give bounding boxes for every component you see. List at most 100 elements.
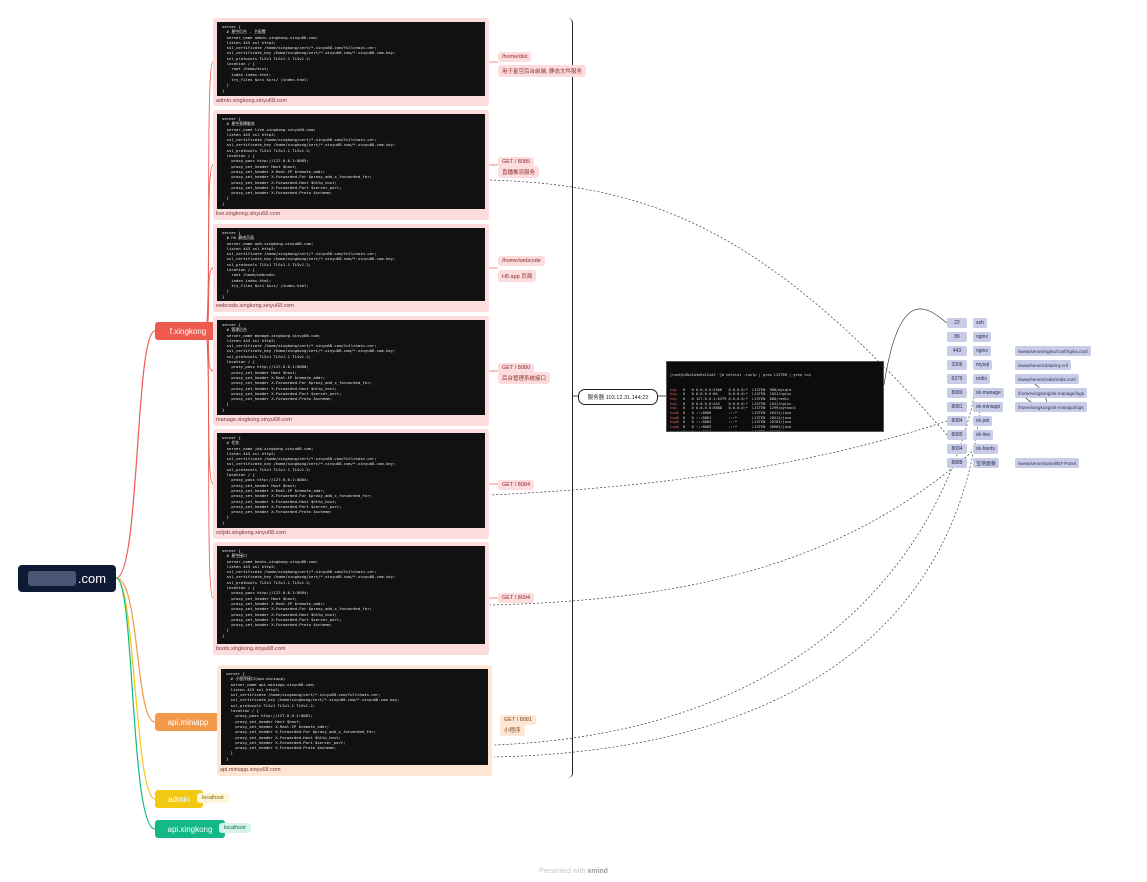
branch-f-xingkong[interactable]: f.xingkong <box>155 322 221 340</box>
config-code: server { # 管理后台 server_name manage.xingk… <box>217 320 485 415</box>
card-note: GET / 8085 <box>498 157 535 167</box>
branch-connector <box>115 330 156 579</box>
server-ip-node[interactable]: 服务器 103.12.31.144:22 <box>578 389 658 405</box>
dashed-link <box>489 420 948 496</box>
config-domain: api.miniapp.xinyu68.com <box>220 767 281 773</box>
terminal-cell: 0 0.0.0.0:3306 <box>691 387 729 392</box>
card-note: H5 app 页面 <box>498 270 537 282</box>
terminal-cell: :::* <box>728 411 753 416</box>
terminal-cell: 0 0.0.0.0:8888 <box>691 406 729 411</box>
card-note: 用于星空后台前端, 静态文件服务 <box>498 65 587 77</box>
port-number: 22 <box>947 318 967 328</box>
port-number: 6379 <box>947 374 967 384</box>
card-connector <box>204 330 214 485</box>
port-description: /www/server/nginx/conf/nginx.conf <box>1015 346 1091 356</box>
port-service: redis <box>973 374 990 384</box>
config-code: server { # 小程序接口(api.miniapp) server_nam… <box>221 669 488 765</box>
card-connector <box>204 61 214 332</box>
terminal-cell: 20703/java <box>769 420 805 425</box>
netstat-terminal: [root@iZbp1b4e6e1ZxdZ ~]# netstat -tunlp… <box>666 361 884 432</box>
config-domain: admin.xingkong.xinyu68.com <box>216 98 287 104</box>
terminal-cell: 1031/nginx <box>769 401 805 406</box>
terminal-cell: LISTEN <box>752 411 770 416</box>
terminal-cell: 0 <box>682 420 692 425</box>
terminal-row: tcp 0 0 0.0.0.0:80 0.0.0.0:* LISTEN 1031… <box>670 392 880 397</box>
terminal-cell: 20512/java <box>769 415 805 420</box>
footer-prefix: Presented with <box>539 868 586 875</box>
config-card-admin[interactable]: server { # 星空后台 - 主配置 server_name admin.… <box>213 18 489 106</box>
config-code: server { # 任务 server_name job.xingkong.x… <box>217 433 485 528</box>
port-number: 443 <box>947 346 967 356</box>
terminal-cell: 0 0.0.0.0:443 <box>691 401 729 406</box>
branch-admin[interactable]: admin <box>155 790 203 808</box>
terminal-cell: LISTEN <box>752 420 770 425</box>
branch-connector <box>115 577 156 830</box>
dashed-link <box>493 392 976 746</box>
config-card-boots[interactable]: server { # 星空接口 server_name boots.xingko… <box>213 542 489 655</box>
dashed-link <box>493 406 981 758</box>
terminal-cell: 20902/java <box>769 425 805 430</box>
terminal-cell: LISTEN <box>752 415 770 420</box>
port-service: xk-boots <box>973 444 998 454</box>
branch-connector <box>115 577 156 800</box>
terminal-cell: tcp <box>670 387 683 392</box>
terminal-cell: tcp6 <box>670 420 683 425</box>
terminal-cell: tcp6 <box>670 415 683 420</box>
terminal-cell: 0.0.0.0:* <box>728 401 753 406</box>
branch-api-miniapp[interactable]: api.miniapp <box>155 713 221 731</box>
config-card-live[interactable]: server { # 星空直播服务 server_name live.xingk… <box>213 110 489 220</box>
terminal-cell: 1299/python3 <box>769 406 805 411</box>
terminal-cell: LISTEN <box>752 406 770 411</box>
config-domain: webcode.xingkong.xinyu68.com <box>216 303 294 309</box>
terminal-cell: LISTEN <box>752 429 770 432</box>
terminal-cell: tcp6 <box>670 411 683 416</box>
config-card-miniapp[interactable]: server { # 小程序接口(api.miniapp) server_nam… <box>217 665 492 776</box>
terminal-cell: tcp <box>670 406 683 411</box>
branch-api-xingkong[interactable]: api.xingkong <box>155 820 225 838</box>
terminal-row: tcp6 0 0 :::8094 :::* LISTEN 21106/java <box>670 429 880 432</box>
terminal-cell: 0.0.0.0:* <box>728 396 753 401</box>
footer: Presented with xmind <box>0 868 1147 875</box>
server-ip-label: 服务器 103.12.31.144:22 <box>587 395 649 401</box>
terminal-cell: 20311/java <box>769 411 805 416</box>
config-card-manage[interactable]: server { # 管理后台 server_name manage.xingk… <box>213 316 489 426</box>
admin-leaf[interactable]: localhost <box>197 793 229 803</box>
terminal-cell: LISTEN <box>752 392 770 397</box>
terminal-cell: 0 <box>682 392 692 397</box>
config-domain: live.xingkong.xinyu68.com <box>216 211 281 217</box>
terminal-cell: :::* <box>728 420 753 425</box>
terminal-cell: LISTEN <box>752 387 770 392</box>
root-topic[interactable]: .com <box>18 565 116 592</box>
terminal-cell: 0 <box>682 425 692 430</box>
api-xingkong-leaf[interactable]: localhost <box>219 823 251 833</box>
card-connector <box>204 330 214 599</box>
card-note: /home/webcode <box>498 256 545 266</box>
terminal-cell: 0 <box>682 406 692 411</box>
terminal-cell: 880/redis <box>769 396 805 401</box>
port-service: 宝塔面板 <box>973 458 1000 468</box>
terminal-cell: 0 0.0.0.0:80 <box>691 392 729 397</box>
divider-line <box>568 18 573 778</box>
branch-connector <box>115 577 156 723</box>
terminal-command: [root@iZbp1b4e6e1ZxdZ ~]# netstat -tunlp… <box>670 373 811 378</box>
terminal-cell: 1031/nginx <box>769 392 805 397</box>
card-note: /home/dist <box>498 52 532 62</box>
terminal-rows: tcp 0 0 0.0.0.0:3306 0.0.0.0:* LISTEN 90… <box>670 388 880 432</box>
card-note: GET / 8080 <box>498 363 535 373</box>
port-description: /www/server/redis/redis.conf <box>1015 374 1079 384</box>
port-number: 8888 <box>947 458 967 468</box>
card-note: 后台管理系统接口 <box>498 372 551 384</box>
terminal-row: tcp 0 0 0.0.0.0:3306 0.0.0.0:* LISTEN 90… <box>670 388 880 393</box>
terminal-cell: 0 <box>682 387 692 392</box>
config-card-xxljob[interactable]: server { # 任务 server_name job.xingkong.x… <box>213 429 489 539</box>
port-service: nginx <box>973 346 991 356</box>
terminal-cell: tcp6 <box>670 425 683 430</box>
config-domain: boots.xingkong.xinyu68.com <box>216 646 286 652</box>
port-service: nginx <box>973 332 991 342</box>
config-card-webcode[interactable]: server { # H5 静态页面 server_name web.xingk… <box>213 224 489 312</box>
terminal-cell: 0 <box>682 401 692 406</box>
config-code: server { # 星空接口 server_name boots.xingko… <box>217 546 485 644</box>
terminal-cell: :::* <box>728 429 753 432</box>
card-note: 直播推流服务 <box>498 166 540 178</box>
terminal-cell: 0 127.0.0.1:6379 <box>691 396 729 401</box>
